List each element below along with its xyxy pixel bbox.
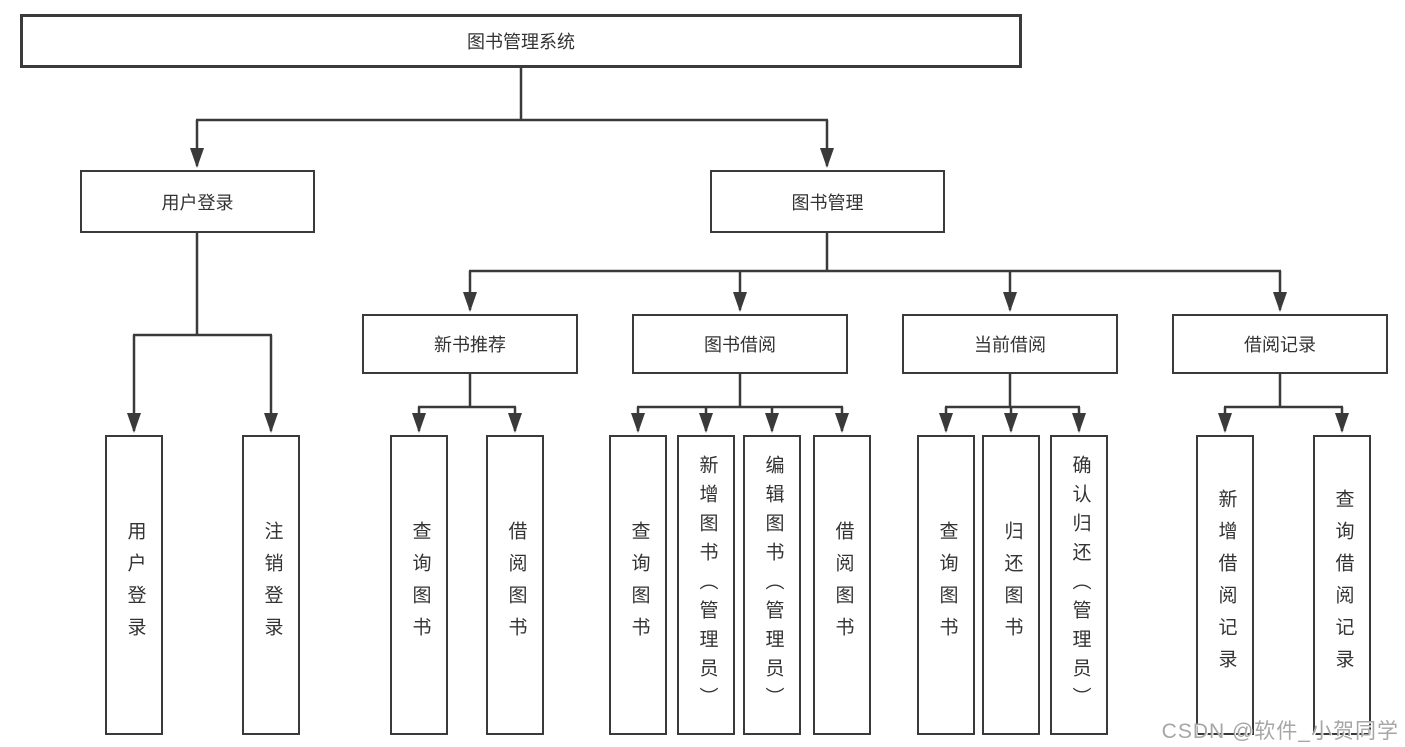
connector-newbook-to-leaves: [412, 374, 522, 433]
node-current-borrow-label: 当前借阅: [974, 335, 1046, 355]
node-leaf-user-login: 用户登录: [105, 435, 163, 735]
node-leaf-logout-label: 注销登录: [261, 521, 283, 649]
node-leaf-borrow-add-label: 新增图书（管理员）: [696, 454, 718, 716]
node-book-management: 图书管理: [710, 170, 945, 233]
node-new-book-recommend-label: 新书推荐: [434, 335, 506, 355]
node-leaf-borrow-borrow-label: 借阅图书: [832, 521, 854, 649]
node-leaf-logout: 注销登录: [242, 435, 300, 735]
node-leaf-current-return: 归还图书: [982, 435, 1040, 735]
node-leaf-current-return-label: 归还图书: [1001, 521, 1023, 649]
node-leaf-record-add-label: 新增借阅记录: [1215, 489, 1237, 681]
node-leaf-borrow-query: 查询图书: [609, 435, 667, 735]
node-book-borrow-label: 图书借阅: [704, 335, 776, 355]
node-book-management-label: 图书管理: [791, 192, 864, 213]
node-leaf-newbook-query-label: 查询图书: [409, 521, 431, 649]
connector-bookmgmt-to-level3: [463, 233, 1287, 312]
node-leaf-newbook-borrow-label: 借阅图书: [505, 521, 527, 649]
connector-bookborrow-to-leaves: [631, 374, 849, 433]
node-root-label: 图书管理系统: [467, 32, 575, 52]
node-leaf-current-confirm: 确认归还（管理员）: [1050, 435, 1108, 735]
node-current-borrow: 当前借阅: [902, 314, 1118, 374]
node-leaf-newbook-borrow: 借阅图书: [486, 435, 544, 735]
node-root: 图书管理系统: [20, 14, 1022, 68]
node-user-login-label: 用户登录: [161, 192, 234, 213]
node-leaf-record-query: 查询借阅记录: [1313, 435, 1371, 735]
node-user-login: 用户登录: [80, 170, 315, 233]
node-leaf-newbook-query: 查询图书: [390, 435, 448, 735]
node-leaf-current-query-label: 查询图书: [936, 521, 958, 649]
node-new-book-recommend: 新书推荐: [362, 314, 578, 374]
node-leaf-borrow-edit: 编辑图书（管理员）: [743, 435, 801, 735]
node-leaf-borrow-add: 新增图书（管理员）: [677, 435, 735, 735]
node-leaf-borrow-edit-label: 编辑图书（管理员）: [762, 454, 784, 716]
csdn-watermark: CSDN @软件_小贺同学: [1161, 720, 1399, 743]
node-borrow-records-label: 借阅记录: [1244, 335, 1316, 355]
node-leaf-borrow-query-label: 查询图书: [628, 521, 650, 649]
connector-records-to-leaves: [1218, 374, 1349, 433]
node-leaf-record-query-label: 查询借阅记录: [1332, 489, 1354, 681]
node-book-borrow: 图书借阅: [632, 314, 848, 374]
connector-currentborrow-to-leaves: [939, 374, 1086, 433]
node-leaf-current-confirm-label: 确认归还（管理员）: [1069, 454, 1091, 716]
node-leaf-current-query: 查询图书: [917, 435, 975, 735]
connector-userlogin-to-leaves: [127, 233, 278, 433]
connector-root-to-level2: [190, 68, 834, 168]
node-leaf-user-login-label: 用户登录: [124, 521, 146, 649]
node-leaf-record-add: 新增借阅记录: [1196, 435, 1254, 735]
node-leaf-borrow-borrow: 借阅图书: [813, 435, 871, 735]
node-borrow-records: 借阅记录: [1172, 314, 1388, 374]
